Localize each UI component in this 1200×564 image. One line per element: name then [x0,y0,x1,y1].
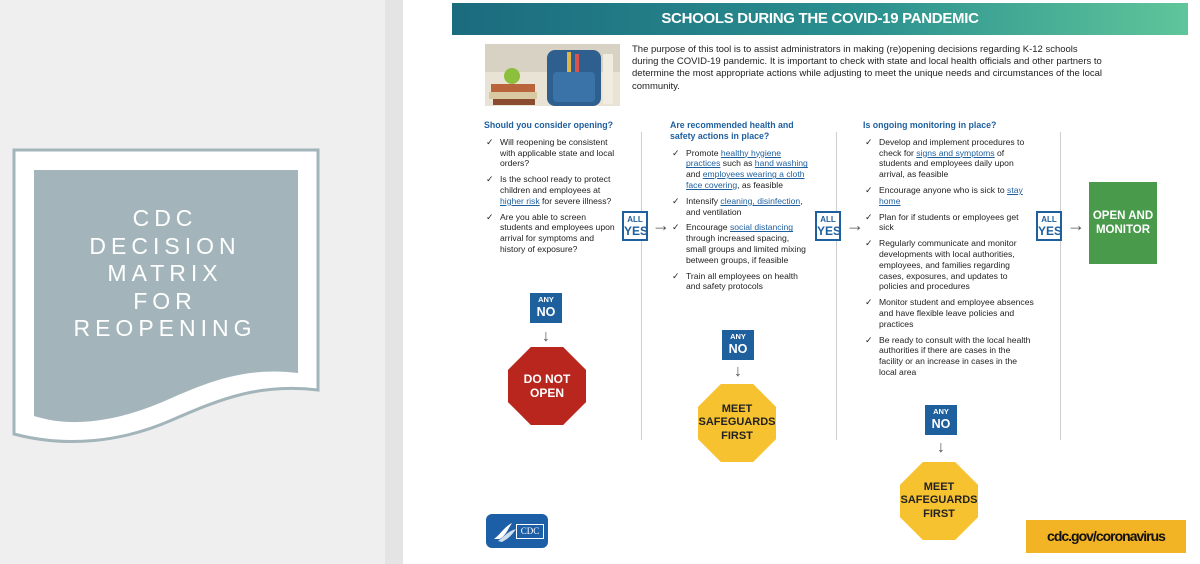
column-divider [1060,132,1061,440]
all-yes-badge: ALL YES [1036,211,1062,241]
any-label: ANY [730,332,746,341]
arrow-right-icon: → [846,215,864,235]
arrow-right-icon: → [1067,215,1085,235]
yes-label: YES [817,224,842,238]
yes-label: YES [624,224,649,238]
column-question: Is ongoing monitoring in place? [863,120,997,130]
panel-divider [385,0,403,564]
any-no-badge: ANY NO [722,330,754,360]
intro-paragraph: The purpose of this tool is to assist ad… [632,44,1102,92]
checklist: Will reopening be consistent with applic… [484,137,619,255]
any-no-badge: ANY NO [925,405,957,435]
slide-title-line: REOPENING [73,315,257,341]
any-label: ANY [933,407,949,416]
meet-safeguards-stop-sign: MEET SAFEGUARDS FIRST [900,462,978,540]
column-health-safety-actions: Are recommended health and safety action… [670,120,810,297]
no-label: NO [536,305,556,319]
checklist-item: Monitor student and employee absences an… [863,297,1035,329]
column-question: Are recommended health and safety action… [670,120,794,141]
column-ongoing-monitoring: Is ongoing monitoring in place? Develop … [863,120,1035,383]
any-no-badge: ANY NO [530,293,562,323]
checklist-item: Promote healthy hygiene practices such a… [670,148,810,191]
slide-title-line: CDC [132,205,198,231]
all-label: ALL [1041,215,1057,224]
arrow-down-icon: ↓ [542,328,550,345]
no-label: NO [931,417,951,431]
slide-title-line: DECISION [89,232,241,259]
any-label: ANY [538,295,554,304]
slide-title-line: MATRIX [107,260,223,286]
checklist: Promote healthy hygiene practices such a… [670,148,810,293]
all-label: ALL [627,215,643,224]
slide-title-line: FOR [133,287,197,314]
column-divider [836,132,837,440]
checklist-item: Encourage social distancing through incr… [670,222,810,265]
checklist-item: Are you able to screen students and empl… [484,212,619,255]
no-label: NO [728,342,748,356]
document-title: SCHOOLS DURING THE COVID-19 PANDEMIC [661,10,979,27]
cdc-logo [486,514,548,548]
checklist-item: Regularly communicate and monitor develo… [863,238,1035,292]
checklist-item: Be ready to consult with the local healt… [863,335,1035,378]
checklist-item: Is the school ready to protect children … [484,174,619,206]
school-supplies-image [485,44,620,106]
meet-safeguards-stop-sign: MEET SAFEGUARDS FIRST [698,384,776,462]
checklist-item: Train all employees on health and safety… [670,271,810,293]
all-yes-badge: ALL YES [622,211,648,241]
do-not-open-stop-sign: DO NOT OPEN [508,347,586,425]
arrow-down-icon: ↓ [734,363,742,380]
checklist-item: Develop and implement procedures to chec… [863,137,1035,180]
checklist-item: Intensify cleaning, disinfection, and ve… [670,196,810,218]
slide-title: CDC DECISION MATRIX FOR REOPENING [36,205,294,343]
cdc-url: cdc.gov/coronavirus [1026,520,1186,553]
column-question: Should you consider opening? [484,120,614,130]
checklist: Develop and implement procedures to chec… [863,137,1035,378]
column-consider-opening: Should you consider opening? Will reopen… [484,120,619,260]
checklist-item: Plan for if students or employees get si… [863,212,1035,234]
all-label: ALL [820,215,836,224]
slide-title-panel: CDC DECISION MATRIX FOR REOPENING [0,0,385,564]
decision-matrix-document: SCHOOLS DURING THE COVID-19 PANDEMIC The… [403,0,1200,564]
open-and-monitor-box: OPEN AND MONITOR [1089,182,1157,264]
checklist-item: Encourage anyone who is sick to stay hom… [863,185,1035,207]
column-divider [641,132,642,440]
document-header: SCHOOLS DURING THE COVID-19 PANDEMIC [452,3,1188,35]
hhs-eagle-icon [494,523,516,542]
arrow-down-icon: ↓ [937,439,945,456]
yes-label: YES [1038,224,1063,238]
title-banner [12,148,320,444]
arrow-right-icon: → [652,215,670,235]
cdc-logo-text: CDC [516,524,544,539]
checklist-item: Will reopening be consistent with applic… [484,137,619,169]
all-yes-badge: ALL YES [815,211,841,241]
